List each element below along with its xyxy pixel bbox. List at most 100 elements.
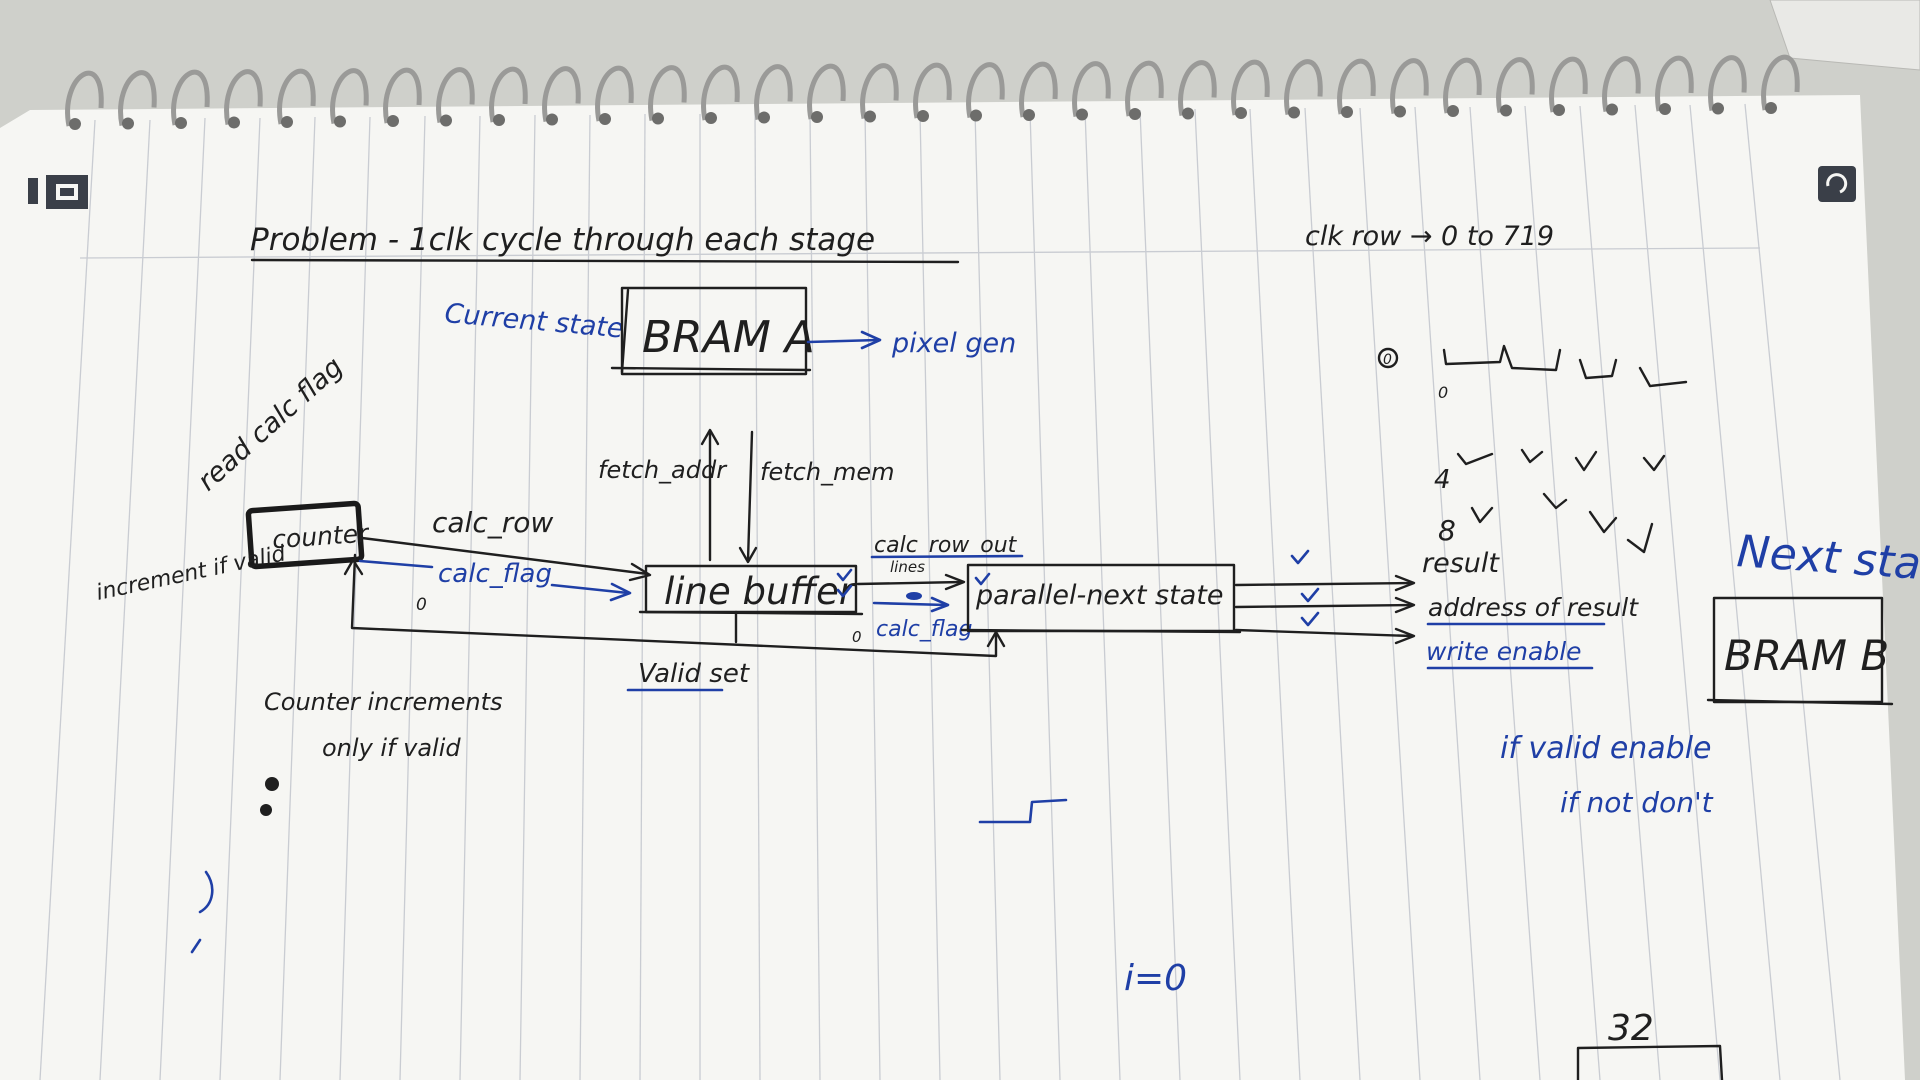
binding-hole bbox=[1076, 108, 1088, 121]
spiral-ring bbox=[383, 67, 422, 124]
header-title: Problem - 1clk cycle through each stage bbox=[250, 222, 875, 258]
spiral-ring bbox=[436, 67, 475, 123]
wave-4-label: 4 bbox=[1434, 465, 1451, 495]
binding-hole bbox=[281, 116, 293, 128]
binding-hole bbox=[1659, 103, 1671, 115]
spiral-ring bbox=[224, 69, 263, 125]
binding-hole bbox=[1447, 105, 1459, 117]
spiral-binding bbox=[65, 54, 1800, 130]
spiral-ring bbox=[1019, 61, 1058, 118]
binding-hole bbox=[1023, 109, 1035, 121]
binding-hole bbox=[175, 117, 187, 129]
bram-b-label: BRAM B bbox=[1724, 631, 1889, 680]
counter-label: counter bbox=[271, 519, 371, 555]
calc-row-out-label: calc_row_out bbox=[874, 533, 1018, 558]
binding-hole bbox=[970, 109, 982, 122]
spiral-ring bbox=[330, 68, 369, 124]
binding-hole bbox=[1288, 106, 1300, 119]
spiral-ring bbox=[1496, 57, 1535, 113]
binding-hole bbox=[440, 114, 452, 127]
pixel-gen-label: pixel gen bbox=[891, 328, 1016, 359]
binding-hole bbox=[599, 113, 611, 125]
binding-hole bbox=[122, 117, 134, 130]
binding-hole bbox=[1765, 102, 1777, 114]
ruler bbox=[1769, 0, 1920, 71]
binding-hole bbox=[1235, 107, 1247, 119]
spiral-ring bbox=[1655, 55, 1694, 112]
binding-hole bbox=[705, 112, 717, 124]
binding-hole bbox=[652, 112, 664, 125]
spiral-ring bbox=[1284, 59, 1323, 115]
bram-a-label: BRAM A bbox=[642, 312, 815, 363]
spiral-ring bbox=[1072, 61, 1111, 117]
spiral-ring bbox=[1443, 57, 1482, 114]
spiral-ring bbox=[913, 62, 952, 119]
bram-a-block bbox=[620, 286, 808, 376]
brand-logo bbox=[28, 175, 88, 209]
calc-row-label: calc_row bbox=[432, 506, 553, 539]
spiral-ring bbox=[1337, 58, 1376, 115]
circle-0-label: 0 bbox=[1383, 352, 1392, 368]
spiral-ring bbox=[754, 64, 793, 120]
spiral-ring bbox=[701, 64, 740, 121]
binding-hole bbox=[334, 115, 346, 128]
spiral-ring bbox=[65, 70, 104, 127]
spiral-ring bbox=[542, 66, 581, 122]
binding-hole bbox=[1394, 105, 1406, 118]
counter-note-1: Counter increments bbox=[264, 688, 503, 716]
spiral-ring bbox=[966, 62, 1005, 118]
spiral-ring bbox=[1178, 60, 1217, 116]
spiral-ring bbox=[277, 68, 316, 125]
circled-number bbox=[1377, 347, 1399, 369]
spiral-ring bbox=[1761, 54, 1800, 111]
binding-hole bbox=[1606, 103, 1618, 116]
valid-set-label: Valid set bbox=[638, 659, 750, 689]
spiral-ring bbox=[860, 63, 899, 119]
wave-0-label: 0 bbox=[1438, 383, 1448, 402]
lines-label: lines bbox=[890, 558, 925, 576]
spiral-ring bbox=[1708, 55, 1747, 111]
spiral-ring bbox=[1231, 59, 1270, 116]
line-buffer-label: line buffer bbox=[664, 570, 857, 613]
spiral-ring bbox=[118, 70, 157, 126]
header-rule bbox=[79, 247, 1761, 259]
counter-block bbox=[245, 500, 365, 570]
binding-hole bbox=[387, 115, 399, 127]
zero-a-label: 0 bbox=[416, 595, 427, 615]
num-32-label: 32 bbox=[1608, 1008, 1654, 1049]
zero-b-label: 0 bbox=[852, 628, 862, 646]
ruled-lines bbox=[39, 103, 1841, 1080]
if-valid-note-2: if not don't bbox=[1560, 786, 1714, 819]
binding-hole bbox=[1182, 107, 1194, 120]
i-eq-0-label: i=0 bbox=[1124, 958, 1187, 999]
binding-hole bbox=[1129, 108, 1141, 120]
spiral-ring bbox=[1125, 60, 1164, 117]
write-enable-label: write enable bbox=[1426, 637, 1582, 666]
binding-hole bbox=[1500, 104, 1512, 117]
spiral-ring bbox=[489, 66, 528, 123]
address-of-result-label: address of result bbox=[1428, 593, 1639, 622]
spiral-ring bbox=[1602, 56, 1641, 112]
result-label: result bbox=[1422, 548, 1500, 579]
binding-hole bbox=[1341, 106, 1353, 118]
clk-note: clk row → 0 to 719 bbox=[1305, 221, 1554, 252]
binding-hole bbox=[1553, 104, 1565, 116]
parallel-next-state-label: parallel-next state bbox=[975, 580, 1223, 611]
fetch-mem-label: fetch_mem bbox=[760, 458, 895, 486]
binding-hole bbox=[758, 111, 770, 124]
spiral-ring bbox=[595, 65, 634, 122]
spiral-ring bbox=[171, 69, 210, 126]
wave-8-label: 8 bbox=[1438, 514, 1456, 547]
binding-hole bbox=[1712, 102, 1724, 115]
binding-hole bbox=[228, 116, 240, 129]
binding-hole bbox=[811, 111, 823, 123]
if-valid-note-1: if valid enable bbox=[1500, 731, 1712, 766]
calc-flag-label: calc_flag bbox=[438, 559, 552, 589]
binding-hole bbox=[69, 118, 81, 130]
spiral-ring bbox=[807, 63, 846, 120]
spiral-ring bbox=[1549, 56, 1588, 113]
corner-icon bbox=[1818, 166, 1856, 202]
binding-hole bbox=[493, 114, 505, 126]
binding-hole bbox=[917, 110, 929, 122]
